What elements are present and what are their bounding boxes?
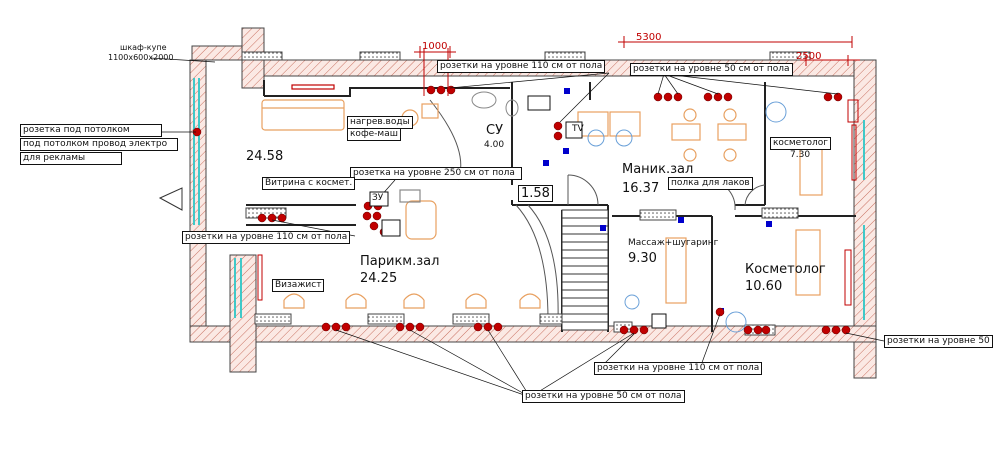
room-massage-area: 9.30 bbox=[628, 251, 657, 266]
room-cosmetologist-small-name: косметолог bbox=[770, 137, 831, 150]
callout-bottom-110: розетки на уровне 110 см от пола bbox=[594, 362, 763, 375]
interior-walls bbox=[246, 80, 856, 332]
room-manicure-area: 16.37 bbox=[622, 181, 660, 196]
coffee-machine-label: кофе-маш bbox=[347, 128, 401, 141]
equipment-boxes bbox=[369, 95, 667, 329]
callout-bottom-50: розетки на уровне 50 см от пола bbox=[522, 390, 685, 403]
room-wc-name: СУ bbox=[486, 123, 503, 138]
callout-top-50: розетки на уровне 50 см от пола bbox=[630, 63, 793, 76]
room-wc-area: 4.00 bbox=[484, 140, 505, 150]
tv-marker: TV bbox=[572, 124, 584, 134]
ceiling-socket-note: розетка под потолком bbox=[20, 124, 162, 137]
room-massage-name: Массаж+шугаринг bbox=[628, 238, 719, 248]
nail-shelf-label: полка для лаков bbox=[668, 177, 753, 190]
room-cosmetologist-large-area: 10.60 bbox=[745, 279, 783, 294]
windows bbox=[193, 78, 865, 320]
wardrobe-size: 1100x600x2000 bbox=[108, 53, 174, 62]
ceiling-wiring-note: под потолком провод электро bbox=[20, 138, 178, 151]
callout-mid-250: розетка на уровне 250 см от пола bbox=[350, 167, 522, 180]
showcase-label: Витрина с космет. bbox=[262, 177, 356, 190]
fixtures bbox=[471, 91, 787, 333]
room-cosmetologist-small-area: 7.30 bbox=[790, 150, 811, 160]
dimension-5300: 5300 bbox=[636, 32, 662, 43]
sockets bbox=[192, 85, 851, 335]
callout-right-50: розетки на уровне 50 bbox=[884, 335, 993, 348]
callout-top-110: розетки на уровне 110 см от пола bbox=[437, 60, 606, 73]
room-hairdresser-area: 24.25 bbox=[360, 271, 398, 286]
callout-left-110: розетки на уровне 110 см от пола bbox=[182, 231, 351, 244]
room-manicure-name: Маник.зал bbox=[622, 162, 694, 177]
wardrobe-title: шкаф-купе bbox=[120, 43, 167, 52]
dimension-2500: 2500 bbox=[796, 51, 822, 62]
dimension-1000: 1000 bbox=[422, 41, 448, 52]
room-hairdresser-name: Парикм.зал bbox=[360, 254, 440, 269]
room-entrance-area: 24.58 bbox=[246, 149, 284, 164]
leader-lines bbox=[149, 57, 885, 398]
wall-unit-marker: ЗУ bbox=[372, 193, 384, 203]
makeup-artist-label: Визажист bbox=[272, 279, 325, 292]
room-hall-area: 1.58 bbox=[518, 185, 553, 202]
advert-note: для рекламы bbox=[20, 152, 122, 165]
room-cosmetologist-large-name: Косметолог bbox=[745, 262, 826, 277]
